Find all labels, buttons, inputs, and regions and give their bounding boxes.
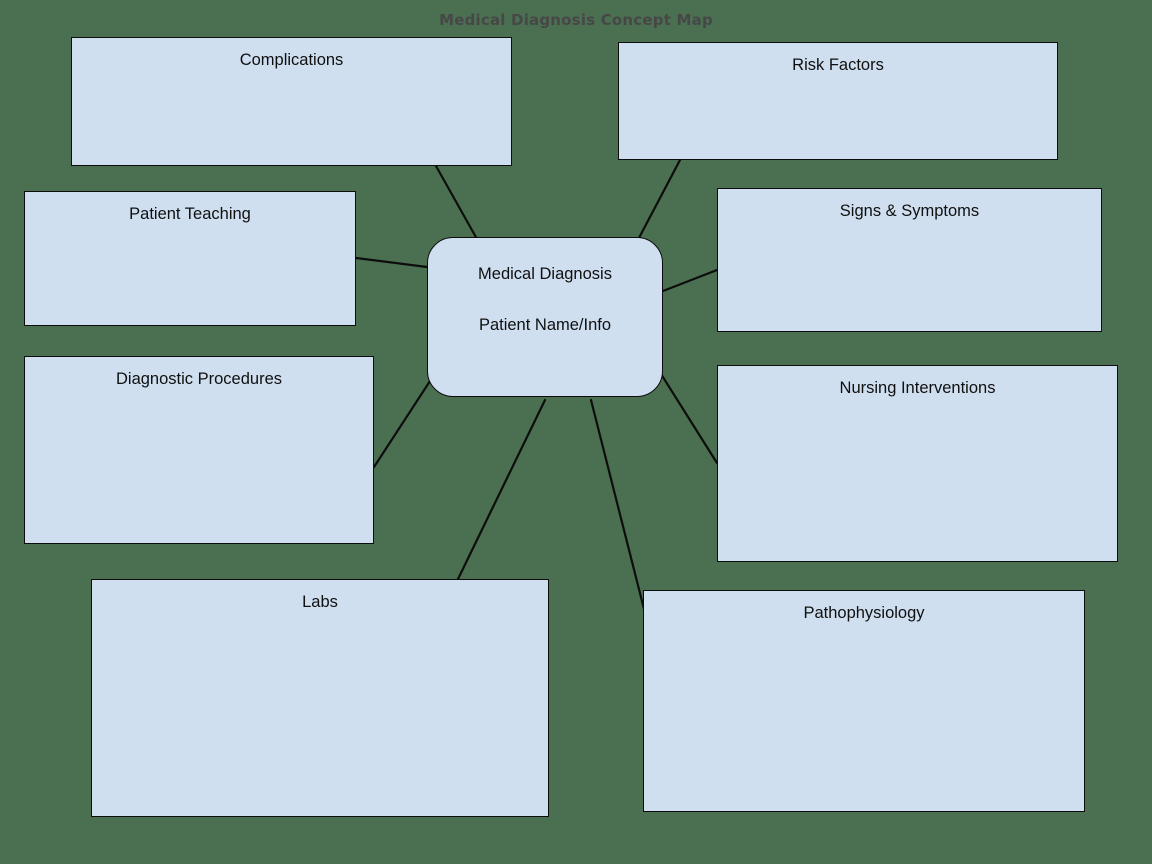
edge-center-to-diagnostic-procedures — [372, 379, 432, 469]
edge-center-to-labs — [456, 398, 547, 581]
edge-center-to-nursing-interventions — [659, 372, 719, 465]
center-node-diagnosis-label: Medical Diagnosis — [478, 265, 612, 283]
node-label-complications: Complications — [239, 51, 344, 69]
node-label-pathophysiology: Pathophysiology — [803, 604, 925, 622]
edge-center-to-signs-symptoms — [661, 268, 719, 293]
node-complications[interactable]: Complications — [71, 37, 512, 166]
page-title: Medical Diagnosis Concept Map — [439, 11, 713, 29]
node-patient-teaching[interactable]: Patient Teaching — [24, 191, 356, 326]
edge-center-to-pathophysiology — [589, 398, 647, 615]
node-label-risk-factors: Risk Factors — [792, 56, 884, 74]
node-labs[interactable]: Labs — [91, 579, 549, 817]
center-node-patient-info-label: Patient Name/Info — [478, 315, 612, 334]
node-label-labs: Labs — [302, 593, 338, 611]
node-signs-symptoms[interactable]: Signs & Symptoms — [717, 188, 1102, 332]
node-label-signs-symptoms: Signs & Symptoms — [839, 202, 980, 220]
node-risk-factors[interactable]: Risk Factors — [618, 42, 1058, 160]
node-nursing-interventions[interactable]: Nursing Interventions — [717, 365, 1118, 562]
node-label-patient-teaching: Patient Teaching — [129, 205, 251, 223]
node-pathophysiology[interactable]: Pathophysiology — [643, 590, 1085, 812]
node-label-nursing-interventions: Nursing Interventions — [839, 379, 996, 397]
edge-center-to-patient-teaching — [354, 256, 429, 269]
node-center-medical-diagnosis[interactable]: Medical Diagnosis Patient Name/Info — [427, 237, 663, 397]
node-label-diagnostic-procedures: Diagnostic Procedures — [116, 370, 282, 388]
node-diagnostic-procedures[interactable]: Diagnostic Procedures — [24, 356, 374, 544]
